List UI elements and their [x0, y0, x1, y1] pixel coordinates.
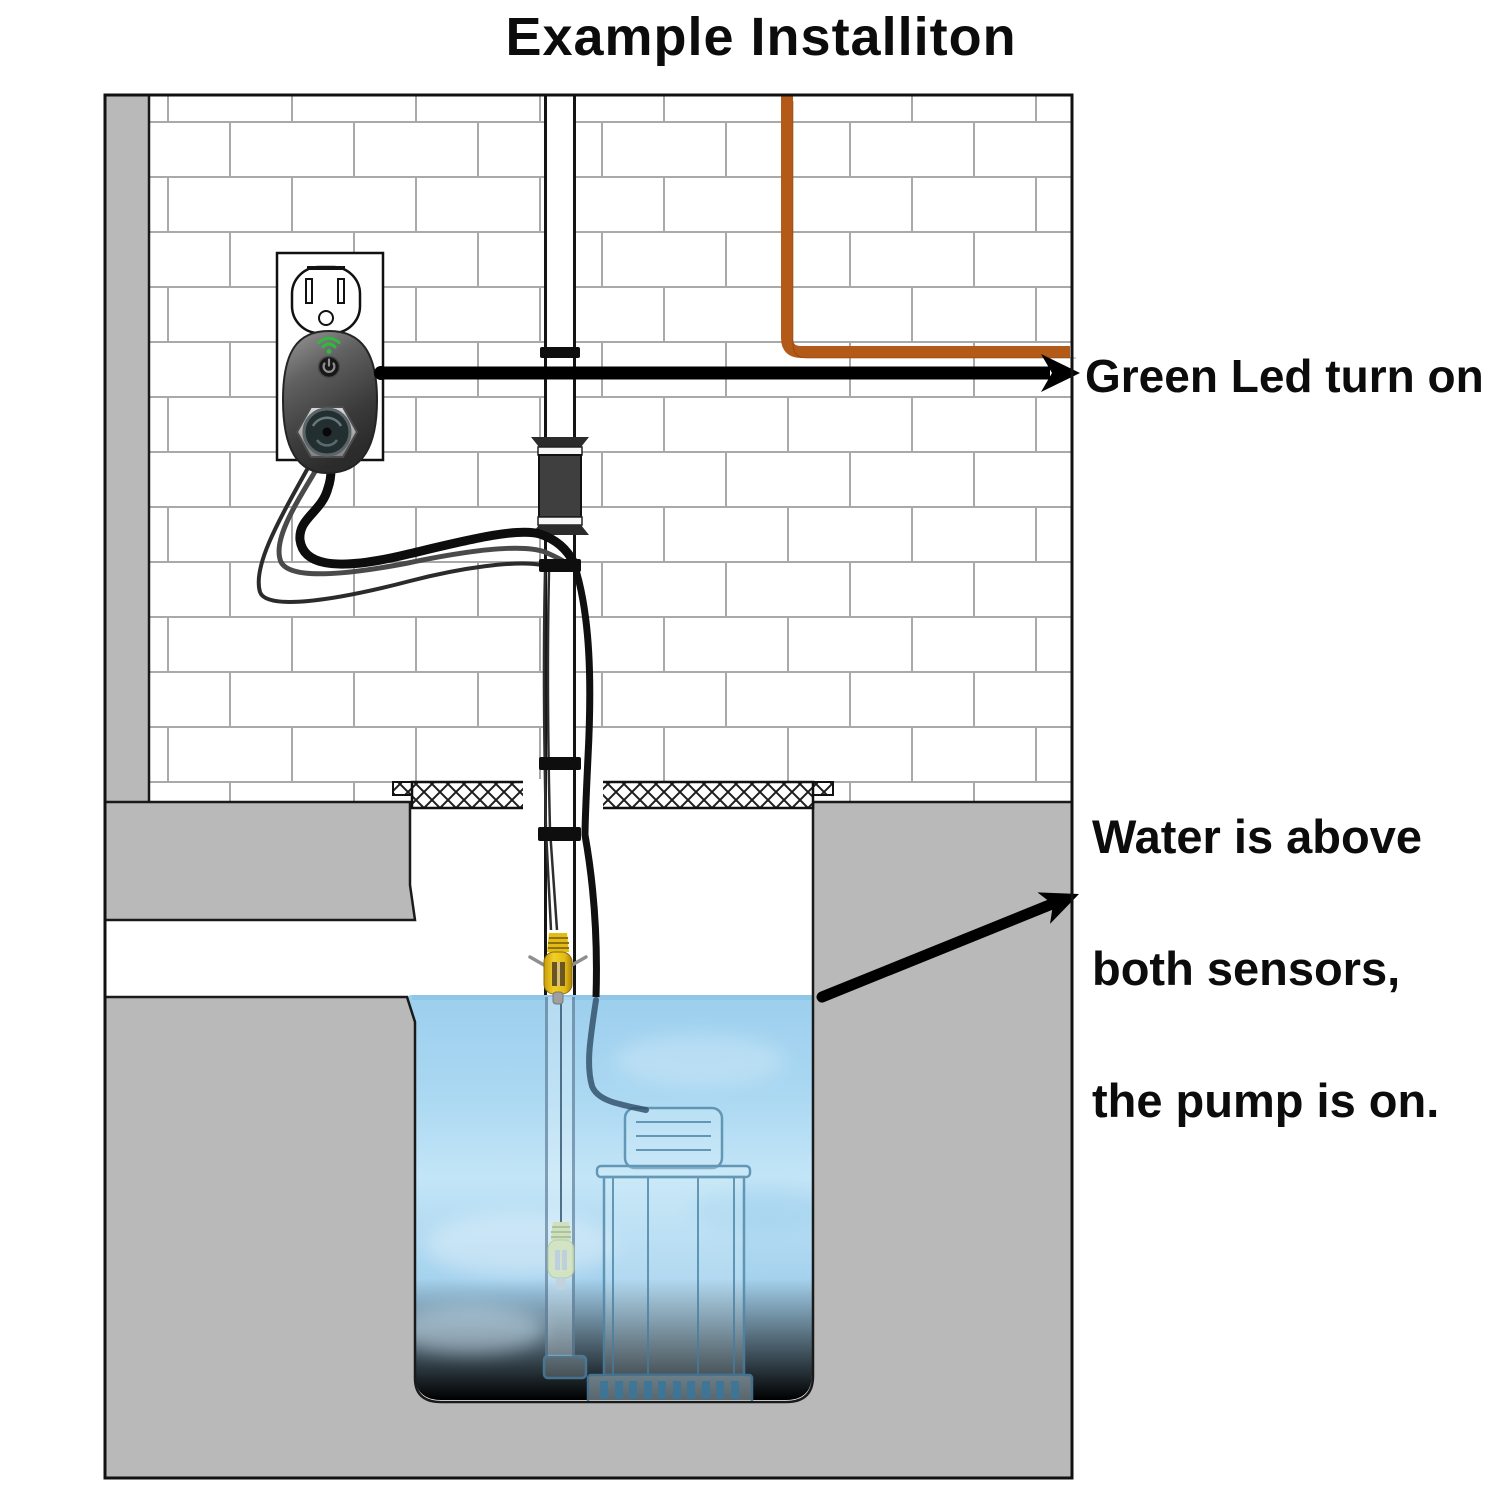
water-state-label: Water is above both sensors, the pump is… — [1092, 804, 1439, 1134]
sensor-wing-clips — [528, 955, 588, 967]
pump-discharge-elbow — [542, 1354, 588, 1380]
water — [395, 995, 830, 1400]
pump-base-slots — [600, 1381, 739, 1399]
pump-motor — [623, 1106, 724, 1170]
cables-along-pipe — [542, 565, 600, 998]
pump-base — [586, 1373, 754, 1405]
power-icon — [322, 358, 336, 373]
pump-cage — [602, 1175, 746, 1377]
pit-and-right-floor-section — [103, 800, 1074, 1480]
upper-water-sensor — [528, 933, 588, 1005]
smart-plug-controller — [281, 329, 379, 475]
orange-drain-pipe — [781, 95, 1070, 358]
pump-cord-underwater — [586, 997, 649, 1113]
left-floor-section — [103, 800, 417, 922]
lower-water-sensor — [547, 997, 575, 1290]
water-state-line1: Water is above — [1092, 810, 1422, 863]
concrete — [103, 93, 1074, 1480]
left-wall-section — [103, 93, 151, 806]
outlet-slot-left — [305, 278, 313, 304]
pump-top-plate — [595, 1164, 752, 1179]
diagram-frame — [103, 93, 1074, 1480]
outlet-ground-hole — [318, 310, 334, 326]
outlet-slot-right — [337, 278, 345, 304]
pipe-clamps — [538, 347, 581, 841]
power-button[interactable] — [317, 355, 341, 379]
page-title: Example Installiton — [505, 7, 1017, 67]
check-valve — [531, 437, 589, 535]
water-state-arrow — [816, 892, 1079, 1003]
wifi-led-icon — [317, 336, 341, 354]
water-state-line2: both sensors, — [1092, 942, 1401, 995]
green-led-arrow — [374, 354, 1080, 392]
cable-gland — [295, 406, 359, 458]
green-led-label: Green Led turn on — [1085, 350, 1484, 402]
sensor-cables — [256, 431, 579, 604]
sump-pit-cover — [392, 779, 834, 811]
water-state-line3: the pump is on. — [1092, 1074, 1440, 1127]
submersible-pump — [542, 1106, 754, 1405]
